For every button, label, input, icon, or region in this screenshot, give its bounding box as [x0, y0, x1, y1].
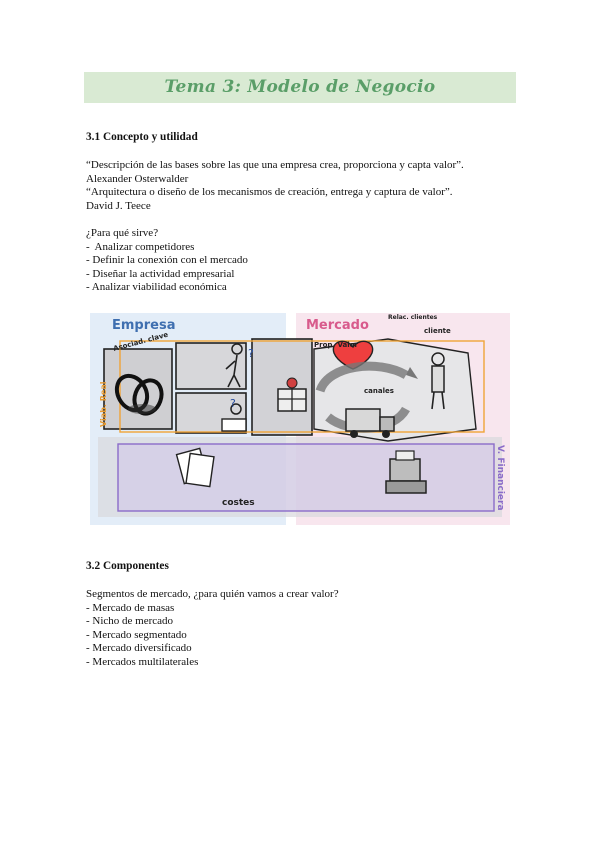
list-item: - Analizar viabilidad económica: [86, 281, 227, 293]
title-banner: Tema 3: Modelo de Negocio: [84, 72, 516, 103]
label-empresa: Empresa: [112, 318, 175, 333]
label-canales: canales: [364, 387, 394, 395]
list-item: - Mercado segmentado: [86, 628, 187, 641]
business-model-canvas-illustration: ? ? Empresa Mercado Asociad. clave: [88, 309, 512, 529]
label-costes: costes: [222, 498, 255, 508]
list-item: - Mercado de masas: [86, 601, 175, 614]
segmentos-intro: Segmentos de mercado, ¿para quién vamos …: [86, 588, 339, 600]
page-title: Tema 3: Modelo de Negocio: [164, 77, 436, 97]
label-prop-valor: Prop. Valor: [314, 341, 358, 349]
label-cliente: cliente: [424, 327, 451, 335]
list-item: - Analizar competidores: [86, 240, 195, 253]
svg-text:?: ?: [248, 347, 254, 360]
label-mercado: Mercado: [306, 318, 369, 333]
question-para-que: ¿Para qué sirve?: [86, 227, 159, 239]
section-heading-componentes: 3.2 Componentes: [86, 560, 169, 572]
quote-osterwalder: “Descripción de las bases sobre las que …: [86, 159, 464, 171]
label-relacion-clientes: Relac. clientes: [388, 314, 438, 321]
list-item: - Definir la conexión con el mercado: [86, 254, 248, 266]
quote-teece: “Arquitectura o diseño de los mecanismos…: [86, 186, 453, 198]
viability-frame: [119, 340, 485, 433]
list-item: - Diseñar la actividad empresarial: [86, 267, 235, 280]
canvas-drawing: ? ? Empresa Mercado Asociad. clave: [88, 309, 512, 529]
list-item: - Nicho de mercado: [86, 615, 174, 627]
label-v-financiera: V. Financiera: [495, 445, 505, 511]
author-teece: David J. Teece: [86, 199, 151, 212]
label-viab-real: Viab. Real: [99, 381, 108, 427]
financial-frame: [117, 443, 495, 512]
list-item: - Mercados multilaterales: [86, 655, 199, 668]
list-item: - Mercado diversificado: [86, 642, 192, 654]
svg-text:?: ?: [230, 397, 236, 410]
section-heading-concepto: 3.1 Concepto y utilidad: [86, 131, 198, 143]
author-osterwalder: Alexander Osterwalder: [86, 172, 189, 185]
